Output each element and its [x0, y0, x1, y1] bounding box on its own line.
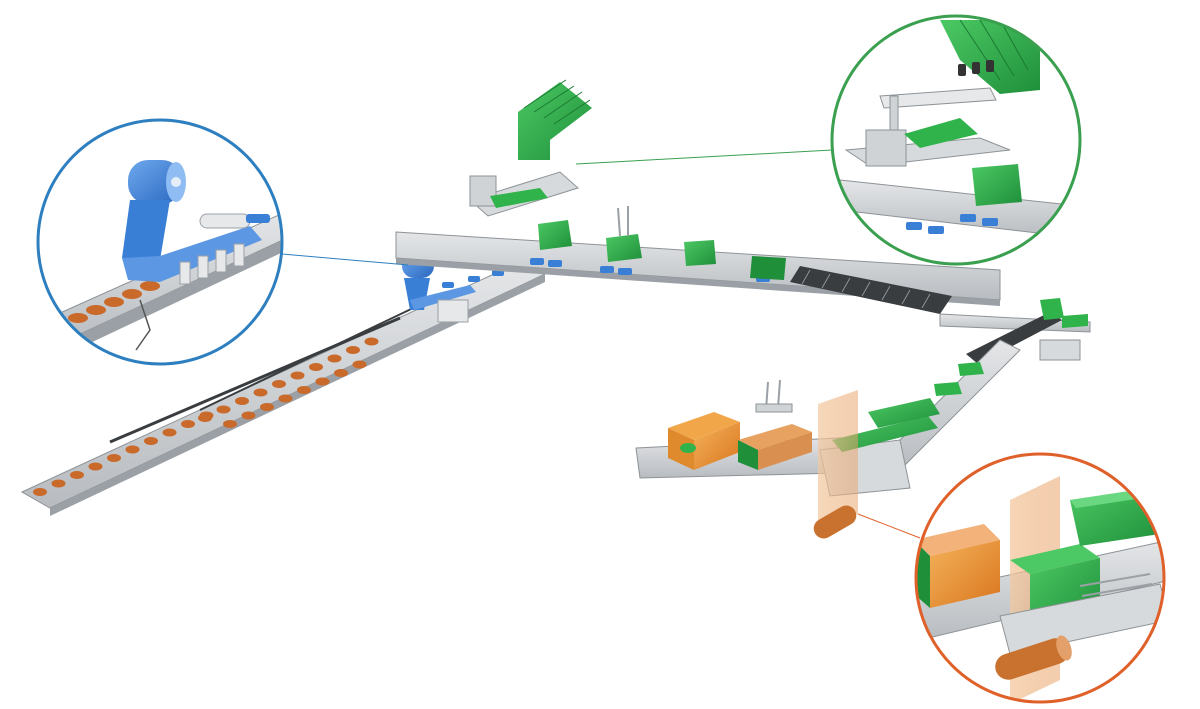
- product-puck: [260, 403, 274, 411]
- product-puck: [297, 386, 311, 394]
- product-puck: [278, 394, 293, 403]
- product-puck: [181, 420, 195, 428]
- tray-magazine: [469, 79, 592, 217]
- product-puck: [223, 420, 237, 428]
- product-puck: [309, 363, 323, 371]
- products-on-infeed: [33, 337, 379, 496]
- product-puck: [198, 414, 212, 422]
- callout-ring-orange: [914, 452, 1166, 704]
- callout-ring-blue: [36, 118, 284, 366]
- product-puck: [346, 346, 360, 354]
- product-puck: [327, 354, 342, 363]
- tray-loading-line: [538, 206, 786, 280]
- detail-case-wrap: [914, 452, 1166, 704]
- finished-case-discharge: [668, 412, 812, 470]
- product-puck: [88, 462, 103, 471]
- product-puck: [33, 488, 47, 496]
- product-puck: [290, 371, 305, 380]
- product-puck: [235, 397, 249, 405]
- product-puck: [51, 479, 66, 488]
- callout-ring-green: [830, 14, 1082, 266]
- product-puck: [70, 471, 84, 479]
- product-puck: [315, 377, 330, 386]
- leader-line-orange: [857, 513, 921, 539]
- product-puck: [216, 405, 231, 414]
- product-puck: [162, 428, 177, 437]
- product-puck: [272, 380, 286, 388]
- detail-tray-erector: [830, 14, 1082, 266]
- leader-line-blue: [281, 253, 409, 266]
- product-puck: [125, 445, 140, 454]
- pack-accumulator: [790, 266, 952, 314]
- product-puck: [253, 388, 268, 397]
- product-puck: [364, 337, 379, 346]
- leader-line-green: [575, 149, 833, 165]
- product-puck: [352, 360, 367, 369]
- product-puck: [241, 411, 256, 420]
- product-puck: [144, 437, 158, 445]
- product-puck: [334, 369, 348, 377]
- product-puck: [107, 454, 121, 462]
- detail-flow-wrapper: [36, 118, 284, 366]
